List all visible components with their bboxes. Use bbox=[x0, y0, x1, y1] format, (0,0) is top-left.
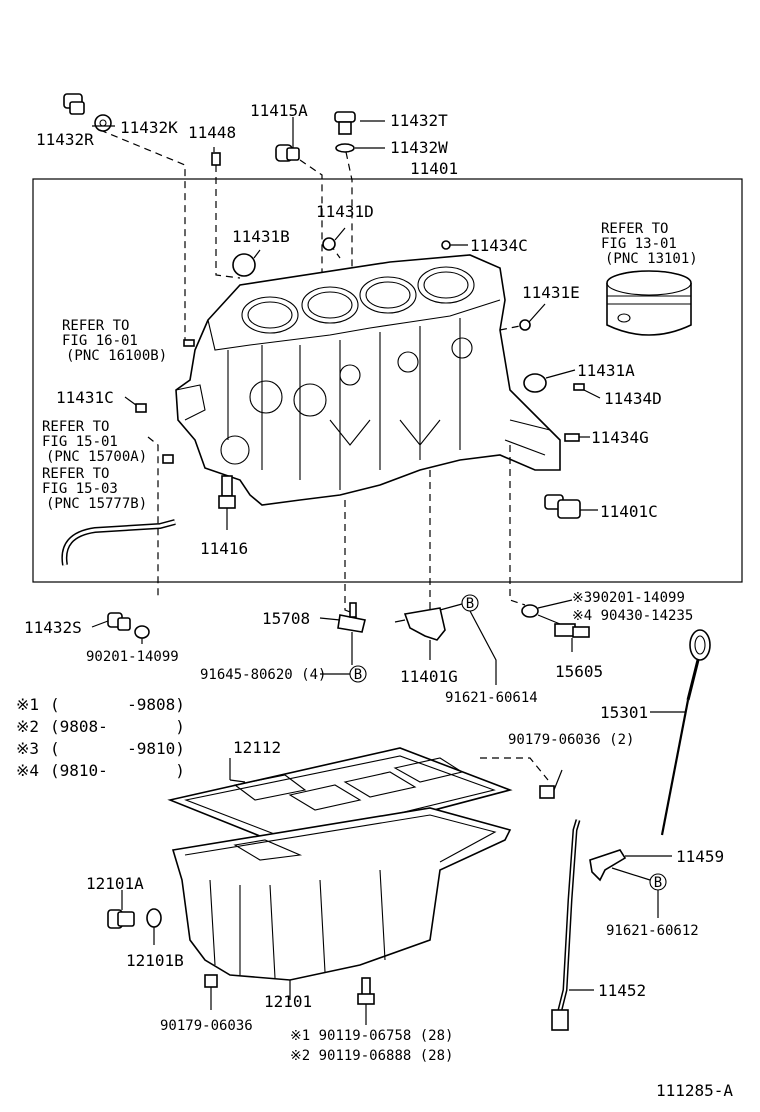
label-91621-60614: 91621-60614 bbox=[445, 690, 538, 706]
bolt-90179-2 bbox=[539, 785, 555, 799]
legend-range-4: (9810- ) bbox=[50, 761, 185, 780]
callout-b-3-letter: B bbox=[654, 875, 662, 891]
legend-mark-3: ※3 bbox=[16, 739, 39, 758]
label-11432K: 11432K bbox=[120, 118, 178, 137]
drain-plug-15605 bbox=[554, 623, 590, 638]
ref-15-01-line3: (PNC 15700A) bbox=[46, 449, 147, 465]
label-12101: 12101 bbox=[264, 992, 312, 1011]
label-15605: 15605 bbox=[555, 662, 603, 681]
pin-11448 bbox=[211, 152, 221, 166]
ref-16-01-line3: (PNC 16100B) bbox=[66, 348, 167, 364]
ref-piston-line1: REFER TO bbox=[601, 221, 668, 237]
plug-11431B bbox=[232, 253, 256, 277]
label-90430-14235-note4: ※4 90430-14235 bbox=[572, 608, 693, 624]
plug-11432T bbox=[334, 111, 356, 135]
ref-piston-line2: FIG 13-01 bbox=[601, 236, 677, 252]
label-91645-80620: 91645-80620 (4) bbox=[200, 667, 326, 683]
callout-b-2-letter: B bbox=[466, 596, 474, 612]
gasket-12101B bbox=[146, 908, 162, 928]
label-15301: 15301 bbox=[600, 703, 648, 722]
plug-11431E bbox=[519, 319, 531, 331]
ref-15-03-line1: REFER TO bbox=[42, 466, 109, 482]
plug-11431A bbox=[523, 373, 547, 393]
label-11434G: 11434G bbox=[591, 428, 649, 447]
plug-11401C bbox=[544, 494, 581, 519]
label-11401C: 11401C bbox=[600, 502, 658, 521]
label-12112: 12112 bbox=[233, 738, 281, 757]
label-11431B: 11431B bbox=[232, 227, 290, 246]
cylinder-block-frame bbox=[32, 178, 743, 583]
label-12101A: 12101A bbox=[86, 874, 144, 893]
oil-pan-12101 bbox=[171, 807, 512, 981]
label-90179-06036: 90179-06036 bbox=[160, 1018, 253, 1034]
legend-range-2: (9808- ) bbox=[50, 717, 185, 736]
bracket-15708 bbox=[337, 602, 366, 633]
dipstick-guide-11452 bbox=[551, 819, 581, 1031]
legend-range-1: ( -9808) bbox=[50, 695, 185, 714]
gasket-90201-3 bbox=[521, 604, 539, 618]
pin-11434G bbox=[564, 433, 580, 442]
label-11401G: 11401G bbox=[400, 667, 458, 686]
plug-11415A bbox=[275, 144, 300, 162]
label-90201-14099: 90201-14099 bbox=[86, 649, 179, 665]
plug-11431D bbox=[322, 237, 336, 251]
label-90201-14099-note3: ※390201-14099 bbox=[572, 590, 685, 606]
gasket-11432K bbox=[94, 114, 112, 132]
label-11434C: 11434C bbox=[470, 236, 528, 255]
label-11431E: 11431E bbox=[522, 283, 580, 302]
ref-16-01-line2: FIG 16-01 bbox=[62, 333, 138, 349]
bracket-11459 bbox=[589, 849, 627, 882]
legend-range-3: ( -9810) bbox=[50, 739, 185, 758]
label-11431A: 11431A bbox=[577, 361, 635, 380]
label-90179-06036-2: 90179-06036 (2) bbox=[508, 732, 634, 748]
legend-mark-1: ※1 bbox=[16, 695, 39, 714]
ref-15-01-line2: FIG 15-01 bbox=[42, 434, 118, 450]
label-12101B: 12101B bbox=[126, 951, 184, 970]
label-11415A: 11415A bbox=[250, 101, 308, 120]
label-90119-06758: ※1 90119-06758 (28) bbox=[290, 1028, 453, 1044]
label-11432R: 11432R bbox=[36, 130, 94, 149]
callout-b-1-letter: B bbox=[354, 667, 362, 683]
label-11432S: 11432S bbox=[24, 618, 82, 637]
ref-15-01-line1: REFER TO bbox=[42, 419, 109, 435]
bolt-90119 bbox=[357, 977, 375, 1005]
label-11432T: 11432T bbox=[390, 111, 448, 130]
label-11434D: 11434D bbox=[604, 389, 662, 408]
legend-mark-4: ※4 bbox=[16, 761, 39, 780]
plug-11434C bbox=[441, 240, 451, 250]
oil-pan-gasket-12112 bbox=[167, 747, 513, 849]
gasket-11432W bbox=[335, 143, 355, 153]
plug-11431C bbox=[135, 403, 147, 413]
nut-90179 bbox=[204, 974, 218, 988]
label-15708: 15708 bbox=[262, 609, 310, 628]
label-11431C: 11431C bbox=[56, 388, 114, 407]
plug-11432R bbox=[63, 93, 85, 115]
ref-15-03-line3: (PNC 15777B) bbox=[46, 496, 147, 512]
cylinder-block-11401 bbox=[175, 254, 561, 506]
oil-pressure-switch-11401G bbox=[394, 607, 446, 641]
catalog-id: 111285-A bbox=[656, 1081, 733, 1100]
piston-reference bbox=[606, 270, 692, 336]
label-11448: 11448 bbox=[188, 123, 236, 142]
label-11401: 11401 bbox=[410, 159, 458, 178]
label-91621-60612: 91621-60612 bbox=[606, 923, 699, 939]
ref-16-01-line1: REFER TO bbox=[62, 318, 129, 334]
legend-mark-2: ※2 bbox=[16, 717, 39, 736]
label-11452: 11452 bbox=[598, 981, 646, 1000]
label-11416: 11416 bbox=[200, 539, 248, 558]
label-11459: 11459 bbox=[676, 847, 724, 866]
label-11431D: 11431D bbox=[316, 202, 374, 221]
ref-piston-line3: (PNC 13101) bbox=[605, 251, 698, 267]
plug-11432S bbox=[107, 612, 131, 631]
ref-15-03-line2: FIG 15-03 bbox=[42, 481, 118, 497]
label-11432W: 11432W bbox=[390, 138, 448, 157]
bolt-11416 bbox=[218, 475, 236, 509]
gasket-90201 bbox=[134, 625, 150, 639]
drain-plug-12101A bbox=[107, 909, 135, 929]
dipstick-15301 bbox=[660, 629, 711, 836]
label-90119-06888: ※2 90119-06888 (28) bbox=[290, 1048, 453, 1064]
pin-11434D bbox=[573, 383, 585, 391]
